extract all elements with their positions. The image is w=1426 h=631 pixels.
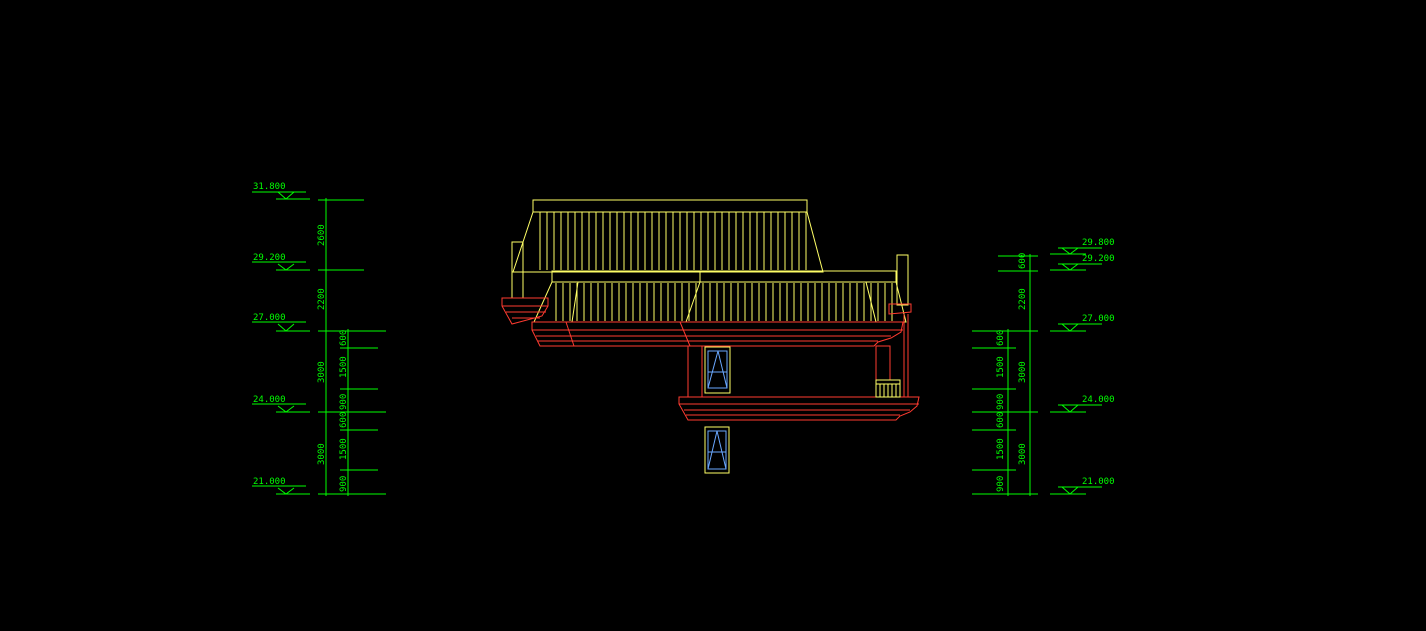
dimension-label: 600 xyxy=(339,330,349,346)
dimension-label: 1500 xyxy=(339,438,349,460)
building-elevation xyxy=(501,199,920,474)
level-marker xyxy=(1050,323,1102,332)
level-label: 29.200 xyxy=(253,253,286,263)
level-label: 24.000 xyxy=(1082,395,1115,405)
dimension-label: 3000 xyxy=(1018,361,1028,383)
right-dimension-lines xyxy=(972,254,1038,496)
level-marker xyxy=(1050,404,1102,413)
level-marker xyxy=(1050,263,1102,271)
level-label: 27.000 xyxy=(253,313,286,323)
level-label: 24.000 xyxy=(253,395,286,405)
upper-roof xyxy=(512,199,824,273)
window-upper xyxy=(704,346,731,394)
level-marker xyxy=(252,485,310,495)
dimension-label: 2600 xyxy=(317,224,327,246)
level-label: 27.000 xyxy=(1082,314,1115,324)
dimension-label: 2200 xyxy=(1018,288,1028,310)
eave-cornices xyxy=(501,297,920,421)
dimension-label: 1500 xyxy=(996,356,1006,378)
level-marker xyxy=(1050,486,1102,495)
level-marker xyxy=(252,261,310,271)
dimension-label: 600 xyxy=(1018,253,1028,269)
level-marker xyxy=(252,321,310,332)
dimension-label: 900 xyxy=(339,394,349,410)
level-label: 21.000 xyxy=(1082,477,1115,487)
dimension-label: 2200 xyxy=(317,288,327,310)
dimension-label: 3000 xyxy=(1018,443,1028,465)
right-level-markers xyxy=(1050,247,1102,495)
level-label: 29.200 xyxy=(1082,254,1115,264)
dimension-label: 3000 xyxy=(317,361,327,383)
window-lower xyxy=(704,426,730,474)
level-label: 31.800 xyxy=(253,182,286,192)
dimension-label: 1500 xyxy=(996,438,1006,460)
dimension-label: 900 xyxy=(996,394,1006,410)
left-dimension-lines xyxy=(318,198,386,496)
level-label: 21.000 xyxy=(253,477,286,487)
dimension-label: 3000 xyxy=(317,443,327,465)
dimension-label: 600 xyxy=(339,412,349,428)
dimension-label: 600 xyxy=(996,330,1006,346)
roof-ribs xyxy=(539,212,807,270)
dimension-label: 900 xyxy=(339,476,349,492)
dimension-label: 1500 xyxy=(339,356,349,378)
level-label: 29.800 xyxy=(1082,238,1115,248)
dimension-label: 600 xyxy=(996,412,1006,428)
lower-roof xyxy=(533,270,907,323)
balcony-railing xyxy=(875,379,901,398)
level-marker xyxy=(1050,247,1102,255)
dimension-label: 900 xyxy=(996,476,1006,492)
left-level-markers xyxy=(252,191,310,495)
level-marker xyxy=(252,191,310,200)
roof-ribs xyxy=(555,283,893,321)
right-parapet xyxy=(896,254,909,306)
level-marker xyxy=(252,403,310,413)
